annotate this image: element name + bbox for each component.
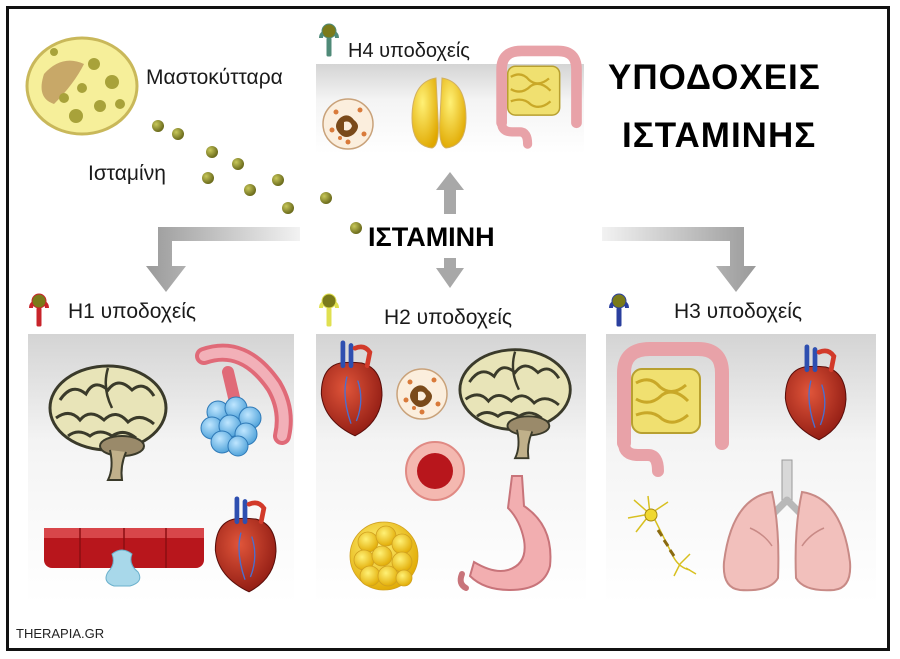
h2-receptor-icon bbox=[319, 292, 339, 328]
center-histamine-label: ΙΣΤΑΜΙΝΗ bbox=[368, 222, 495, 252]
h1-brain bbox=[48, 364, 168, 482]
h1-heart bbox=[214, 498, 276, 594]
arrow-to-h3 bbox=[602, 227, 756, 292]
h1-receptor-label: H1 υποδοχείς bbox=[68, 300, 197, 323]
histamine-dot bbox=[202, 172, 214, 184]
histamine-dot bbox=[320, 192, 332, 204]
h3-intestine bbox=[614, 340, 724, 476]
histamine-dot bbox=[282, 202, 294, 214]
mast-cell-label: Μαστοκύτταρα bbox=[146, 66, 283, 89]
h2-receptor-label: H2 υποδοχείς bbox=[384, 306, 513, 329]
histamine-dot bbox=[152, 120, 164, 132]
arrow-to-h4 bbox=[436, 172, 464, 214]
arrow-to-h1 bbox=[146, 227, 300, 292]
h3-receptor-label: H3 υποδοχείς bbox=[674, 300, 803, 323]
histamine-dot bbox=[206, 146, 218, 158]
histamine-dot bbox=[232, 158, 244, 170]
h1-lung-alveoli bbox=[195, 343, 293, 457]
mast-cell-illustration bbox=[25, 36, 139, 136]
h2-brain bbox=[458, 348, 572, 460]
histamine-dot bbox=[272, 174, 284, 186]
h1-receptor-icon bbox=[29, 292, 49, 328]
h3-receptor-icon bbox=[609, 292, 629, 328]
h1-blood-vessel bbox=[44, 528, 204, 587]
h2-red-blood-cell bbox=[405, 441, 465, 501]
arrow-to-h2 bbox=[436, 258, 464, 288]
watermark: THERAPIA.GR bbox=[16, 626, 105, 641]
figure-title-line1: ΥΠΟΔΟΧΕΙΣ bbox=[608, 58, 821, 97]
h2-fat-cells bbox=[349, 521, 419, 591]
histamine-dot bbox=[350, 222, 362, 234]
h3-heart bbox=[784, 346, 846, 442]
histamine-label: Ισταμίνη bbox=[88, 162, 166, 185]
h2-granulocyte bbox=[396, 368, 448, 420]
histamine-dot bbox=[244, 184, 256, 196]
h2-stomach bbox=[457, 475, 552, 592]
histamine-dot bbox=[172, 128, 184, 140]
h3-lungs bbox=[722, 459, 852, 592]
h4-thymus bbox=[411, 77, 467, 149]
h4-receptor-label: H4 υποδοχείς bbox=[348, 40, 470, 62]
figure-title-line2: ΙΣΤΑΜΙΝΗΣ bbox=[622, 116, 817, 155]
h2-heart bbox=[320, 342, 382, 438]
h3-neuron bbox=[627, 495, 697, 577]
